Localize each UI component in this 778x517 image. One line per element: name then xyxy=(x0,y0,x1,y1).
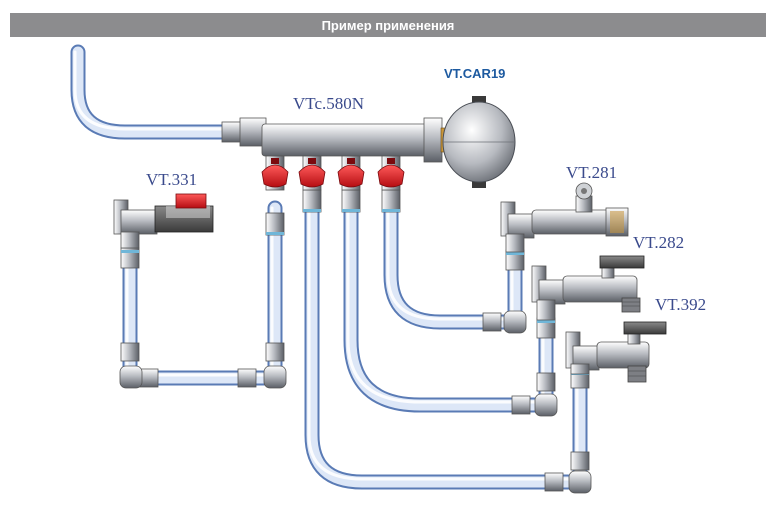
valve-vt282 xyxy=(531,255,645,321)
expansion-tank-vtcar19 xyxy=(442,96,516,188)
valve-vt281 xyxy=(500,182,629,253)
manifold-vtc580n xyxy=(221,117,450,191)
manifold-outlet-valves xyxy=(261,155,405,191)
label-valve-282: VT.282 xyxy=(633,233,684,252)
label-manifold: VTc.580N xyxy=(293,94,364,113)
valve-vt392 xyxy=(565,321,667,383)
pipes xyxy=(70,44,588,490)
pipe-branch-3 xyxy=(383,197,523,330)
header-title: Пример применения xyxy=(321,17,455,33)
supply-pipe xyxy=(70,44,233,140)
label-valve-281: VT.281 xyxy=(566,163,617,182)
press-fittings xyxy=(119,189,592,494)
label-valve-392: VT.392 xyxy=(655,295,706,314)
ball-valve-vt331 xyxy=(113,193,214,249)
label-expansion-tank: VT.CAR19 xyxy=(444,66,505,81)
label-ball-valve: VT.331 xyxy=(146,170,197,189)
header-bar: Пример применения xyxy=(10,13,766,37)
